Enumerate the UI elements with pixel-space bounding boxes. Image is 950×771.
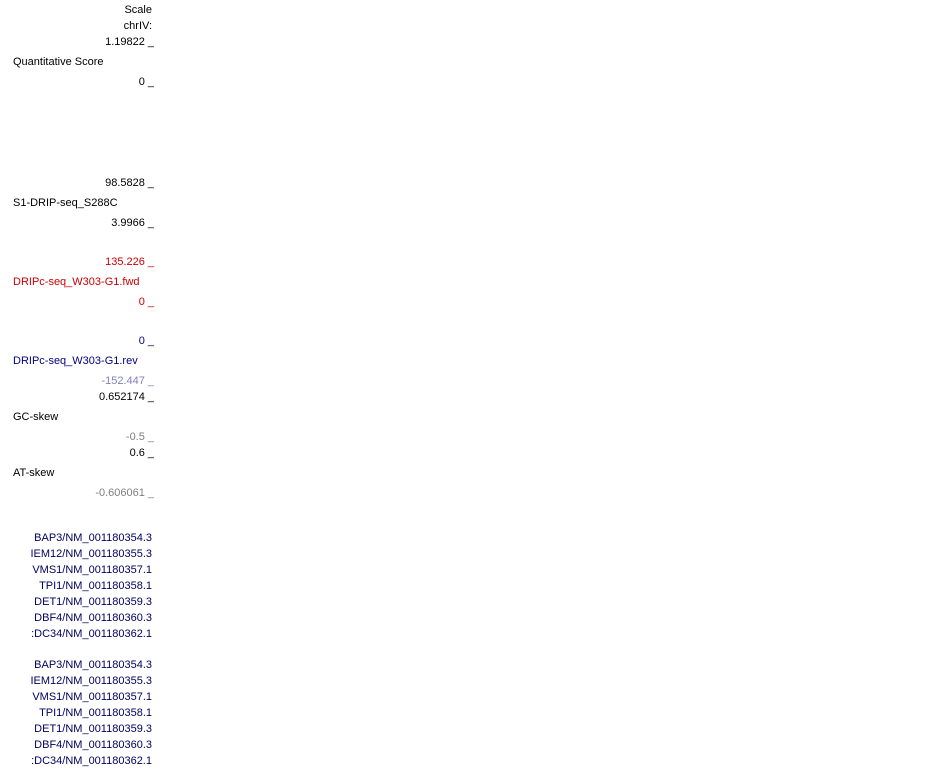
gene-label[interactable]: BAP3/NM_001180354.3 — [34, 659, 152, 671]
gene-label[interactable]: IEM12/NM_001180355.3 — [30, 548, 153, 560]
dripc-rev-axis-max: 0_ — [138, 335, 154, 347]
gene-label[interactable]: :DC34/NM_001180362.1 — [31, 628, 152, 640]
s1-drip-track-label[interactable]: S1-DRIP-seq_S288C — [13, 197, 118, 209]
track-data-area[interactable] — [154, 0, 950, 771]
gene-label[interactable]: DET1/NM_001180359.3 — [34, 723, 152, 735]
gene-label[interactable]: DET1/NM_001180359.3 — [34, 596, 152, 608]
gene-label[interactable]: :DC34/NM_001180362.1 — [31, 755, 152, 767]
dripc-fwd-axis-max: 135.226_ — [105, 256, 154, 268]
ruler-chrom-label: chrIV: — [123, 20, 152, 32]
s1-drip-axis-max: 98.5828_ — [105, 177, 154, 189]
at-skew-axis-max: 0.6_ — [129, 447, 154, 459]
at-skew-axis-min: -0.606061_ — [95, 487, 154, 499]
track-label-panel: Scale chrIV: 1.19822_ Quantitative Score… — [0, 0, 154, 771]
dripc-rev-axis-min: -152.447_ — [101, 375, 154, 387]
ruler-scale-label: Scale — [124, 4, 152, 16]
s1-drip-axis-min: 3.9966_ — [111, 217, 154, 229]
dripc-fwd-track-label[interactable]: DRIPc-seq_W303-G1.fwd — [13, 276, 140, 288]
gene-label[interactable]: VMS1/NM_001180357.1 — [32, 691, 152, 703]
gc-skew-axis-max: 0.652174_ — [98, 391, 154, 403]
gc-skew-axis-min: -0.5_ — [125, 431, 154, 443]
at-skew-track-label[interactable]: AT-skew — [13, 467, 55, 479]
gc-skew-track-label[interactable]: GC-skew — [13, 411, 59, 423]
quantitative-score-axis-min: 0_ — [138, 76, 154, 88]
dripc-rev-track-label[interactable]: DRIPc-seq_W303-G1.rev — [13, 355, 138, 367]
dripc-fwd-axis-min: 0_ — [138, 296, 154, 308]
quantitative-score-track-label[interactable]: Quantitative Score — [13, 56, 104, 68]
gene-label[interactable]: DBF4/NM_001180360.3 — [34, 612, 152, 624]
gene-label[interactable]: IEM12/NM_001180355.3 — [30, 675, 153, 687]
gene-label[interactable]: TPI1/NM_001180358.1 — [39, 707, 152, 719]
gene-label[interactable]: BAP3/NM_001180354.3 — [34, 532, 152, 544]
quantitative-score-axis-max: 1.19822_ — [105, 36, 154, 48]
gene-label[interactable]: DBF4/NM_001180360.3 — [34, 739, 152, 751]
gene-label[interactable]: VMS1/NM_001180357.1 — [32, 564, 152, 576]
gene-label[interactable]: TPI1/NM_001180358.1 — [39, 580, 152, 592]
